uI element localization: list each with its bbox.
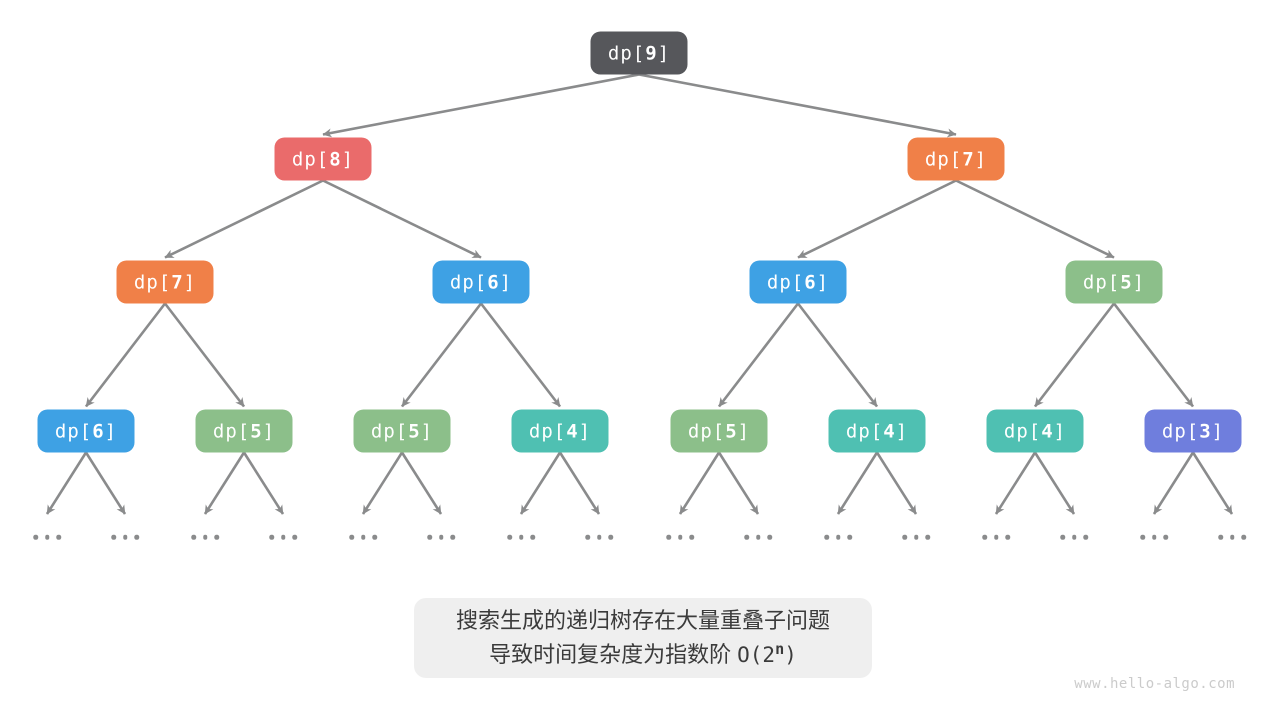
- ellipsis-dot: [292, 534, 297, 540]
- ellipsis-dot: [608, 534, 613, 540]
- ellipsis-dot: [913, 534, 919, 540]
- tree-node: dp[6]: [37, 409, 135, 453]
- tree-node: dp[5]: [1065, 260, 1163, 304]
- ellipsis-dot: [1218, 534, 1223, 540]
- ellipsis-dot: [767, 534, 772, 540]
- ellipsis-dot: [585, 534, 590, 540]
- tree-node: dp[7]: [116, 260, 214, 304]
- ellipsis: [111, 534, 139, 540]
- ellipsis-dot: [744, 534, 749, 540]
- ellipsis-dot: [824, 534, 829, 540]
- ellipsis-dot: [1151, 534, 1157, 540]
- ellipsis-dot: [280, 534, 286, 540]
- ellipsis-dot: [134, 534, 139, 540]
- formula-exponent: n: [775, 640, 785, 658]
- ellipsis-dot: [44, 534, 50, 540]
- ellipsis-dot: [1140, 534, 1145, 540]
- complexity-formula: O(2n): [737, 640, 797, 667]
- caption-line1: 搜索生成的递归树存在大量重叠子问题: [455, 608, 831, 633]
- tree-node: dp[9]: [590, 31, 688, 75]
- ellipsis-dot: [902, 534, 907, 540]
- ellipsis-dot: [596, 534, 602, 540]
- ellipsis: [902, 534, 930, 540]
- ellipsis-dot: [755, 534, 761, 540]
- tree-node: dp[8]: [274, 137, 372, 181]
- ellipsis: [982, 534, 1010, 540]
- ellipsis-dot: [677, 534, 683, 540]
- ellipsis: [507, 534, 535, 540]
- ellipsis-dot: [518, 534, 524, 540]
- tree-node: dp[6]: [432, 260, 530, 304]
- ellipsis-dot: [372, 534, 377, 540]
- ellipsis: [33, 534, 61, 540]
- ellipsis: [191, 534, 219, 540]
- caption-line2-text: 导致时间复杂度为指数阶: [489, 642, 732, 667]
- ellipsis-dot: [33, 534, 38, 540]
- ellipsis-dot: [122, 534, 128, 540]
- tree-node: dp[4]: [511, 409, 609, 453]
- ellipsis: [427, 534, 455, 540]
- ellipsis-dot: [925, 534, 930, 540]
- ellipsis-dot: [847, 534, 852, 540]
- ellipsis-dot: [1229, 534, 1235, 540]
- tree-node: dp[6]: [749, 260, 847, 304]
- tree-node: dp[3]: [1144, 409, 1242, 453]
- ellipsis: [1060, 534, 1088, 540]
- ellipsis-dot: [202, 534, 208, 540]
- ellipsis-dot: [1071, 534, 1077, 540]
- ellipsis-dot: [111, 534, 116, 540]
- ellipsis-dot: [530, 534, 535, 540]
- ellipsis: [824, 534, 852, 540]
- tree-node: dp[4]: [828, 409, 926, 453]
- ellipsis: [269, 534, 297, 540]
- ellipsis: [1140, 534, 1168, 540]
- ellipsis: [744, 534, 772, 540]
- ellipsis-dot: [507, 534, 512, 540]
- ellipsis-dot: [56, 534, 61, 540]
- ellipsis: [666, 534, 694, 540]
- tree-node: dp[4]: [986, 409, 1084, 453]
- ellipsis: [349, 534, 377, 540]
- tree-node: dp[5]: [195, 409, 293, 453]
- ellipsis-dot: [360, 534, 366, 540]
- tree-node: dp[7]: [907, 137, 1005, 181]
- ellipsis-dot: [269, 534, 274, 540]
- ellipsis-dot: [450, 534, 455, 540]
- ellipsis-dot: [191, 534, 196, 540]
- ellipsis-dot: [427, 534, 432, 540]
- watermark: www.hello-algo.com: [1074, 676, 1235, 692]
- ellipsis-dot: [1163, 534, 1168, 540]
- tree-node: dp[5]: [670, 409, 768, 453]
- ellipsis-dot: [1005, 534, 1010, 540]
- ellipsis-dot: [214, 534, 219, 540]
- ellipsis: [1218, 534, 1246, 540]
- ellipsis-dot: [982, 534, 987, 540]
- ellipsis-dot: [666, 534, 671, 540]
- ellipsis-dot: [438, 534, 444, 540]
- ellipsis-dot: [689, 534, 694, 540]
- ellipsis-dot: [1060, 534, 1065, 540]
- ellipsis-dot: [349, 534, 354, 540]
- formula-prefix: O(2: [737, 643, 776, 667]
- tree-node: dp[5]: [353, 409, 451, 453]
- ellipsis-dot: [993, 534, 999, 540]
- ellipsis-dot: [835, 534, 841, 540]
- ellipsis-dot: [1241, 534, 1246, 540]
- formula-suffix: ): [784, 643, 797, 667]
- ellipsis-dot: [1083, 534, 1088, 540]
- ellipsis: [585, 534, 613, 540]
